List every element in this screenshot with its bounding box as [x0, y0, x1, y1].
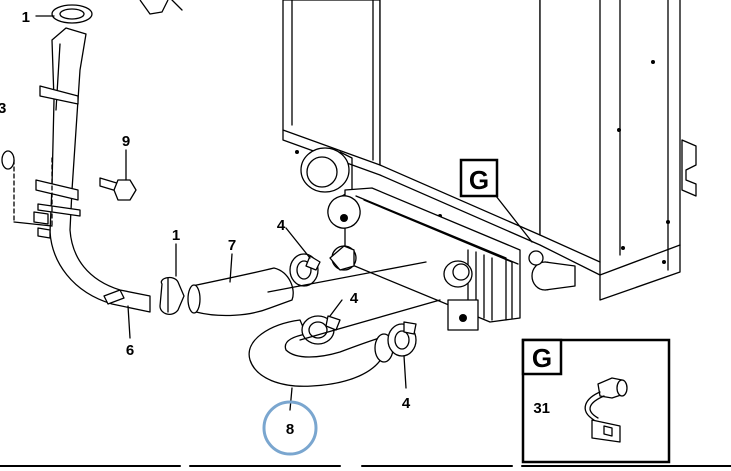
bolt — [99, 177, 137, 201]
inset-detail-g: G — [521, 338, 671, 464]
callout-labels: 1 3 9 1 7 4 4 4 6 8 31 — [0, 9, 550, 438]
callout-3: 3 — [0, 100, 6, 117]
hose-8 — [248, 315, 417, 387]
leader-lines — [35, 15, 573, 411]
hose-7 — [159, 245, 357, 317]
detail-letter: G — [469, 165, 489, 195]
callout-31: 31 — [533, 400, 550, 417]
detail-marker-g: G — [459, 158, 499, 198]
callout-1-top: 1 — [22, 9, 30, 26]
top-clamp — [51, 0, 183, 24]
highlight-ring[interactable] — [262, 400, 318, 456]
radiator-housing — [282, 0, 697, 301]
heat-exchanger — [327, 187, 576, 331]
callout-8: 8 — [286, 421, 294, 438]
callout-1-mid: 1 — [172, 227, 180, 244]
inset-letter: G — [532, 343, 552, 373]
callout-4-upper: 4 — [277, 217, 286, 234]
callout-4-lower: 4 — [402, 395, 411, 412]
callout-7: 7 — [228, 237, 236, 254]
callout-6: 6 — [126, 342, 134, 359]
coolant-pipe — [1, 27, 151, 313]
callout-4-middle: 4 — [350, 290, 359, 307]
callout-9: 9 — [122, 133, 130, 150]
